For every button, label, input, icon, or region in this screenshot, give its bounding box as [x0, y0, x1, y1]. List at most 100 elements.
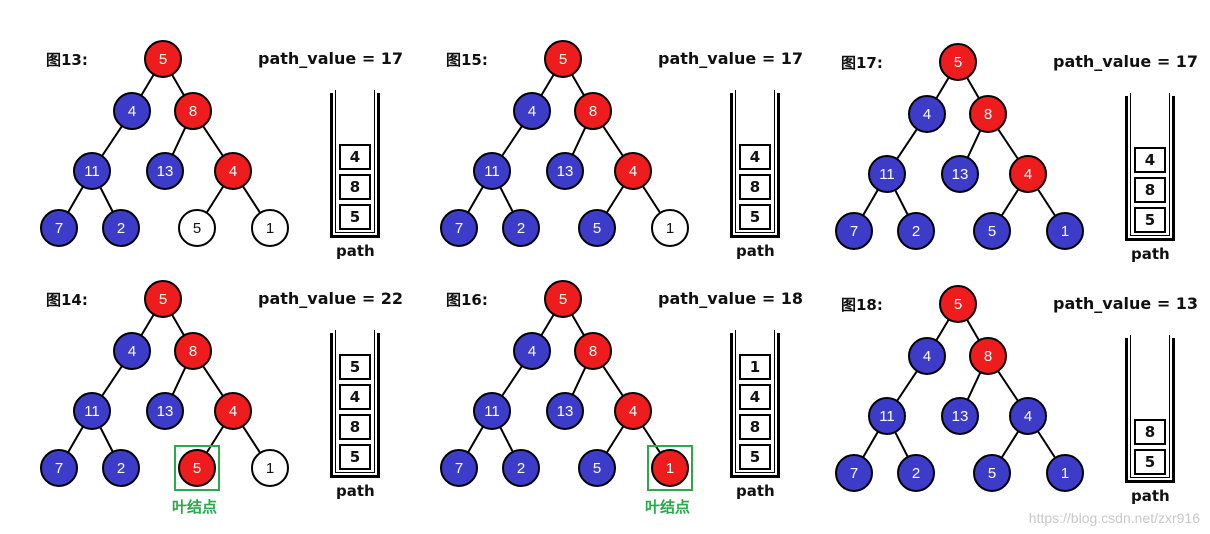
tree-node: 13 [941, 155, 979, 193]
tree-node: 8 [969, 95, 1007, 133]
tree-node: 13 [546, 392, 584, 430]
stack-cell: 8 [339, 174, 371, 200]
tree-node: 7 [835, 454, 873, 492]
stack-cell: 5 [1134, 207, 1166, 233]
stack-label: path [736, 482, 775, 500]
tree-node: 7 [40, 209, 78, 247]
figure-label: 图16: [446, 291, 488, 309]
path-value-text: path_value = 17 [1053, 52, 1199, 71]
tree-node: 5 [939, 285, 977, 323]
stack-cell: 5 [739, 204, 771, 230]
stack-cell: 5 [339, 204, 371, 230]
stack-label: path [1131, 487, 1170, 505]
tree-node: 2 [897, 454, 935, 492]
stack-label: path [736, 242, 775, 260]
tree-node: 11 [473, 392, 511, 430]
stack-cell: 5 [739, 444, 771, 470]
tree-node: 5 [178, 209, 216, 247]
path-stack: 4 8 5 [730, 90, 780, 238]
path-value-text: path_value = 18 [658, 289, 804, 308]
tree-node: 4 [908, 337, 946, 375]
tree-node: 13 [546, 152, 584, 190]
tree-node: 8 [174, 92, 212, 130]
tree-node: 4 [113, 92, 151, 130]
tree-node: 2 [502, 449, 540, 487]
tree-node: 4 [1009, 397, 1047, 435]
stack-cell: 8 [1134, 177, 1166, 203]
tree-node: 1 [1046, 212, 1084, 250]
leaf-node-label: 叶结点 [645, 498, 691, 516]
tree-node: 2 [897, 212, 935, 250]
leaf-highlight-box [174, 445, 220, 491]
tree-node: 5 [544, 40, 582, 78]
tree-node: 4 [614, 392, 652, 430]
tree-node: 11 [73, 392, 111, 430]
stack-cell: 8 [339, 414, 371, 440]
figure-label: 图17: [841, 54, 883, 72]
path-value-text: path_value = 22 [258, 289, 404, 308]
tree-node: 5 [544, 280, 582, 318]
tree-node: 8 [174, 332, 212, 370]
path-value-text: path_value = 17 [658, 49, 804, 68]
stack-cell: 8 [739, 174, 771, 200]
tree-node: 5 [939, 43, 977, 81]
stack-cell: 4 [739, 384, 771, 410]
path-stack: 4 8 5 [330, 90, 380, 238]
tree-node: 1 [651, 209, 689, 247]
tree-node: 4 [513, 332, 551, 370]
tree-node: 2 [102, 449, 140, 487]
tree-node: 2 [102, 209, 140, 247]
stack-label: path [1131, 245, 1170, 263]
tree-node: 7 [440, 209, 478, 247]
tree-node: 4 [113, 332, 151, 370]
tree-node: 4 [614, 152, 652, 190]
figure-label: 图13: [46, 51, 88, 69]
tree-node: 2 [502, 209, 540, 247]
tree-node: 13 [146, 152, 184, 190]
path-stack: 1 4 8 5 [730, 330, 780, 478]
tree-node: 1 [251, 209, 289, 247]
tree-node: 11 [868, 397, 906, 435]
stack-cell: 5 [339, 444, 371, 470]
tree-node: 11 [73, 152, 111, 190]
stack-cell: 8 [739, 414, 771, 440]
path-stack: 5 4 8 5 [330, 330, 380, 478]
tree-node: 8 [574, 92, 612, 130]
stack-cell: 1 [739, 354, 771, 380]
path-value-text: path_value = 17 [258, 49, 404, 68]
stack-cell: 5 [339, 354, 371, 380]
tree-node: 1 [1046, 454, 1084, 492]
tree-node: 7 [40, 449, 78, 487]
stack-cell: 8 [1134, 419, 1166, 445]
tree-node: 13 [146, 392, 184, 430]
stack-cell: 4 [739, 144, 771, 170]
tree-node: 8 [574, 332, 612, 370]
tree-node: 5 [578, 449, 616, 487]
path-value-text: path_value = 13 [1053, 294, 1199, 313]
tree-node: 7 [835, 212, 873, 250]
figure-label: 图15: [446, 51, 488, 69]
stack-label: path [336, 242, 375, 260]
tree-node: 7 [440, 449, 478, 487]
tree-node: 4 [1009, 155, 1047, 193]
watermark: https://blog.csdn.net/zxr916 [1028, 510, 1200, 526]
tree-node: 5 [144, 40, 182, 78]
tree-node: 5 [973, 212, 1011, 250]
tree-node: 4 [908, 95, 946, 133]
stack-cell: 4 [339, 384, 371, 410]
tree-node: 11 [473, 152, 511, 190]
tree-node: 1 [651, 449, 689, 487]
tree-node: 4 [513, 92, 551, 130]
stack-cell: 4 [339, 144, 371, 170]
tree-node: 13 [941, 397, 979, 435]
stack-cell: 5 [1134, 449, 1166, 475]
tree-node: 4 [214, 152, 252, 190]
tree-node: 1 [251, 449, 289, 487]
